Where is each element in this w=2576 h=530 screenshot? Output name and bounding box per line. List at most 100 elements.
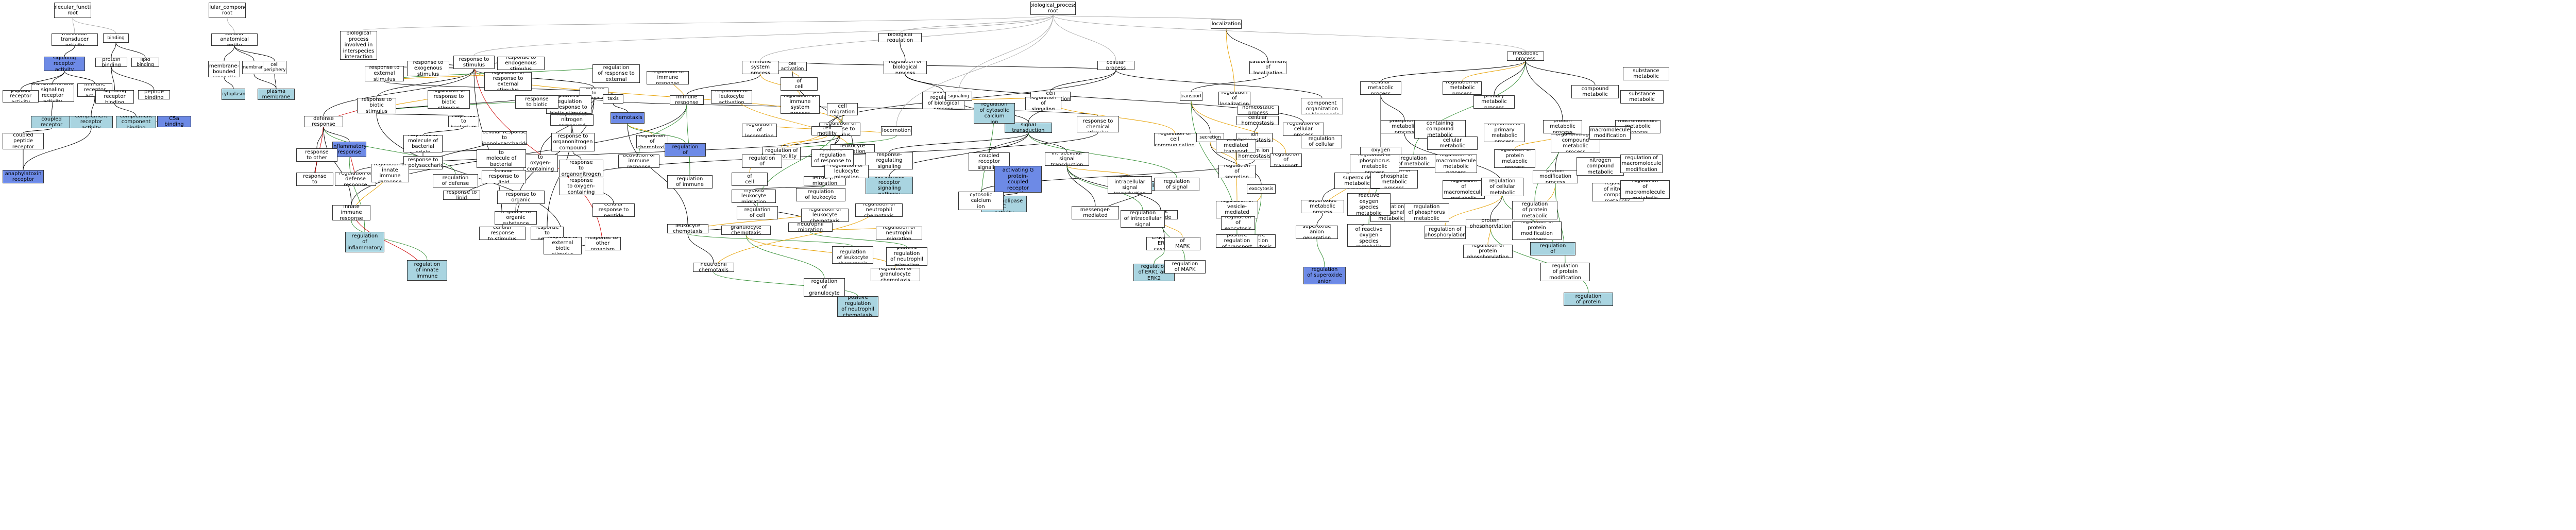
graph-edge [1053, 14, 1227, 20]
go-term-node: positive regulation of protein modificat… [1540, 263, 1590, 281]
graph-edge [627, 123, 653, 135]
go-term-node: phosphate-containing compound metabolic … [1414, 120, 1466, 139]
go-term-node: response to external stimulus [365, 66, 404, 81]
go-term-node: regulation of immune system process [781, 95, 820, 114]
graph-edge [1494, 60, 1526, 96]
graph-edge [792, 61, 1116, 71]
go-term-node: regulation of response to biotic stimulu… [428, 90, 470, 109]
go-term-node: regulation of transport [1270, 153, 1302, 167]
graph-edge [51, 101, 53, 116]
go-term-node: establishment of localization [1249, 61, 1286, 74]
go-term-node: cellular_component root [209, 3, 246, 18]
graph-edge [422, 127, 464, 135]
go-term-node: immune response- regulating signaling pa… [866, 152, 913, 169]
go-term-node: protein metabolic process [1543, 120, 1582, 133]
graph-edge [72, 18, 116, 34]
graph-edge [686, 104, 690, 176]
graph-edge [1004, 192, 1019, 196]
go-term-node: defense response to bacterium [296, 173, 333, 186]
go-term-node: molecular_function root [54, 3, 91, 18]
go-term-node: response to organic substance [495, 211, 537, 225]
graph-edge [1050, 70, 1116, 92]
go-term-node: organonitrogen compound metabolic proces… [1551, 134, 1600, 152]
go-term-node: C5a anaphylatoxin receptor activity [3, 170, 44, 183]
go-term-node: regulation of macromolecule metabolic pr… [1435, 155, 1477, 173]
go-term-node: regulation of metabolic process [1443, 81, 1482, 95]
go-term-node: regulation of innate immune response [371, 164, 409, 182]
go-term-node: positive regulation of intracellular sig… [1121, 210, 1165, 228]
go-term-node: positive regulation of locomotion [742, 155, 782, 168]
go-term-node: regulation of chemotaxis [636, 135, 668, 148]
go-term-node: response to bacterium [448, 116, 479, 127]
go-term-node: regulation of cellular process [1283, 123, 1324, 136]
go-term-node: positive regulation of MAPK cascade [1164, 260, 1206, 273]
go-term-node: regulation of cytosolic calcium ion conc… [958, 192, 1004, 210]
go-term-node: regulation of phosphorus metabolic proce… [1350, 155, 1399, 173]
graph-edge [234, 45, 275, 61]
go-term-node: response to endogenous stimulus [497, 57, 545, 70]
go-term-node: regulation of signaling [1025, 97, 1061, 110]
go-term-node: superoxide metabolic process [1301, 200, 1344, 213]
go-term-node: protein binding [95, 58, 127, 67]
go-term-node: cellular response to peptide [592, 203, 635, 217]
go-term-node: locomotion [881, 126, 912, 135]
graph-edge [227, 18, 235, 34]
go-term-node: cellular response to organonitrogen comp… [559, 160, 603, 177]
graph-edge [1490, 228, 1589, 293]
graph-edge [1525, 60, 1596, 86]
go-term-node: metabolic process [1507, 52, 1544, 61]
go-term-node: response to oxygen-containing compound [523, 155, 558, 172]
graph-edge [358, 14, 1054, 31]
go-term-node: regulation of locomotion [742, 124, 777, 137]
go-term-node: complement component binding [116, 116, 156, 128]
graph-edge [1525, 60, 1563, 121]
graph-edge [23, 128, 92, 170]
go-term-node: positive regulation of macromolecule met… [1443, 180, 1485, 199]
go-term-node: defense response to other organism [296, 148, 337, 162]
go-term-node: positive regulation of leukocyte chemota… [832, 246, 873, 264]
go-term-node: positive regulation of transport [1216, 234, 1258, 248]
graph-edge [52, 71, 65, 84]
go-term-node: neutrophil migration [788, 223, 833, 232]
go-term-node: intracellular membrane-bounded organelle [208, 61, 240, 77]
go-term-node: regulation of protein metabolic process [1494, 149, 1535, 168]
go-term-node: regulation of cellular metabolic process [1427, 136, 1478, 150]
graph-edge [687, 233, 714, 263]
graph-edge [905, 74, 944, 92]
go-term-node: complement receptor activity [70, 116, 113, 128]
go-term-node: regulation of primary metabolic process [1484, 124, 1525, 142]
go-term-node: cell periphery [263, 61, 286, 74]
graph-edge [810, 231, 907, 248]
graph-edge [1316, 213, 1323, 226]
go-term-node: neutrophil chemotaxis [693, 263, 734, 272]
go-term-node: regulation of vesicle-mediated transport [1216, 201, 1258, 218]
go-term-node: positive regulation of cellular process [1301, 135, 1342, 148]
graph-edge [114, 103, 137, 116]
go-term-node: innate immune response [332, 205, 370, 220]
go-term-node: biological process involved in interspec… [340, 31, 377, 60]
graph-edge [111, 66, 155, 91]
go-term-node: cellular metabolic process [1360, 81, 1401, 95]
graph-edge [1562, 133, 1576, 134]
graph-edge [1487, 228, 1491, 245]
graph-edge [376, 69, 474, 98]
go-term-node: response to molecule of bacterial origin [403, 135, 443, 152]
go-term-node: positive regulation of response to exter… [592, 64, 640, 83]
go-term-node: biological regulation [878, 33, 922, 42]
go-term-node: cellular component organization or bioge… [1301, 98, 1343, 114]
graph-edge [1115, 70, 1323, 98]
go-term-node: positive regulation of innate immune res… [407, 260, 447, 281]
graph-edge [687, 233, 853, 247]
graph-edge [473, 69, 595, 88]
go-term-node: positive regulation of neutrophil chemot… [837, 296, 878, 317]
graph-edge [889, 132, 1029, 152]
graph-edge [900, 14, 1054, 33]
graph-edge [900, 42, 906, 61]
go-term-node: cellular response to lipid [482, 170, 526, 183]
go-term-node: signaling receptor activity [44, 57, 85, 71]
go-term-node: peptide binding [138, 90, 170, 99]
graph-edge [958, 14, 1054, 92]
go-term-node: cytoplasm [222, 89, 245, 100]
go-term-node: signal transduction [1005, 123, 1052, 133]
graph-edge [1490, 193, 1503, 219]
